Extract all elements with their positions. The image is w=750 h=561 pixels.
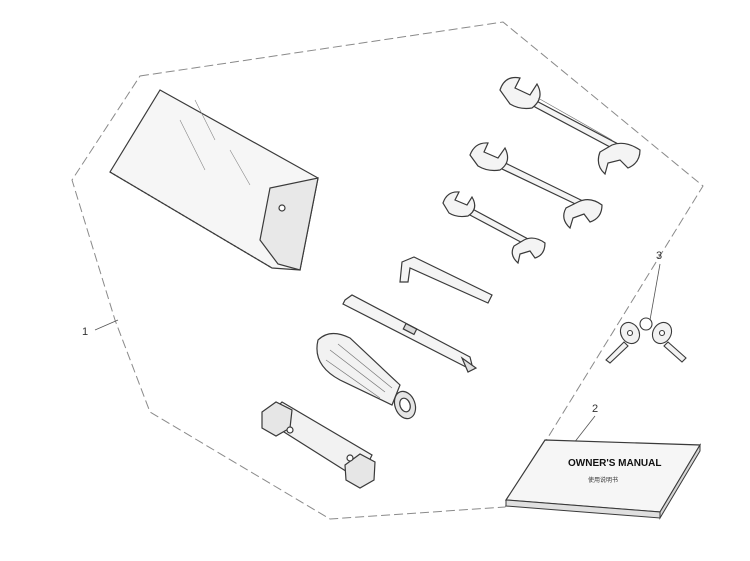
owners-manual: OWNER'S MANUAL 使用说明书	[504, 439, 702, 520]
callout-tool-kit: 1	[82, 319, 119, 338]
screwdriver-handle	[316, 332, 417, 420]
callout-keys: 3	[649, 250, 662, 321]
manual-subtitle: 使用说明书	[588, 476, 618, 484]
tool-kit-boundary	[71, 21, 704, 520]
tool-bag	[109, 89, 319, 271]
open-end-wrench-medium	[469, 142, 603, 230]
screwdriver-shaft	[342, 294, 478, 373]
hex-key	[399, 256, 493, 304]
box-spanner	[261, 401, 376, 489]
open-end-wrench-large	[499, 76, 641, 176]
manual-title: OWNER'S MANUAL	[568, 458, 661, 469]
ignition-keys	[605, 317, 687, 364]
svg-text:3: 3	[656, 250, 662, 262]
svg-text:1: 1	[82, 326, 88, 338]
open-end-wrench-small	[442, 191, 546, 265]
svg-text:2: 2	[592, 403, 598, 415]
